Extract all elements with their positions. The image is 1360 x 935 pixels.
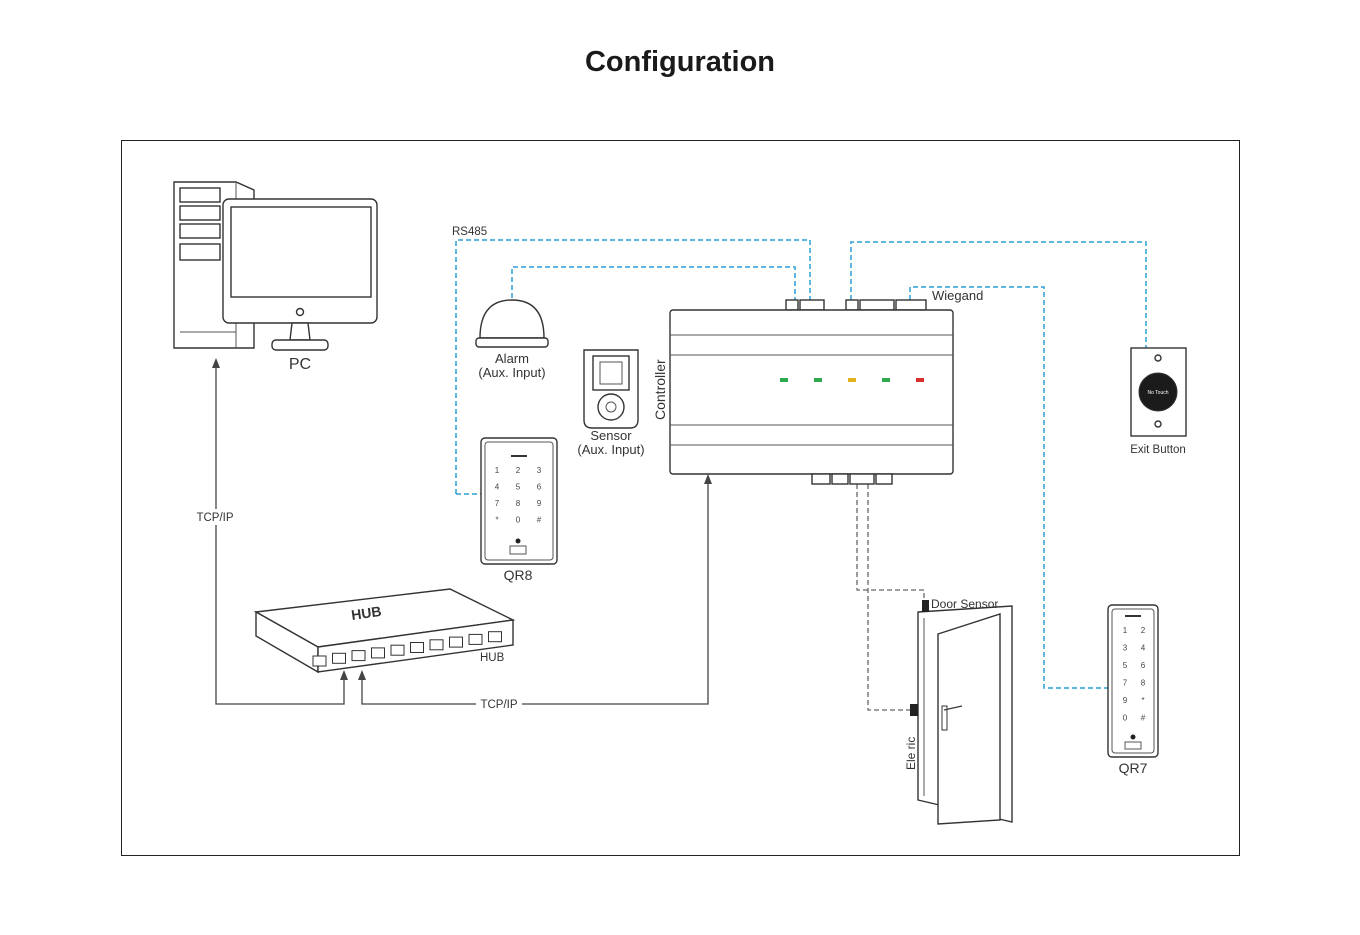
arrow-pc (212, 358, 220, 368)
hub-port (390, 644, 405, 656)
hub-ports (312, 631, 502, 667)
qr8-reader: 1 2 3 4 5 6 7 8 9 * 0 # QR8 (480, 437, 558, 583)
led-green-1 (780, 378, 788, 382)
lock-line (867, 484, 912, 711)
keypad-key: 5 (516, 483, 521, 492)
pc-monitor-icon (222, 198, 378, 351)
keypad-key: 1 (1123, 626, 1128, 635)
qr7-label: QR7 (1119, 760, 1148, 776)
qr7-reader: 1 2 3 4 5 6 7 8 9 * 0 # QR7 (1107, 604, 1159, 776)
top-terminal-blocks (785, 299, 927, 311)
hub-port (488, 631, 502, 643)
keypad-key: # (1141, 714, 1146, 723)
pc-computer: PC (173, 181, 378, 373)
arrow-controller (704, 474, 712, 484)
keypad-key: 1 (495, 466, 500, 475)
tcpip-bottom-label: TCP/IP (480, 699, 517, 711)
keypad-key: 6 (1141, 661, 1146, 670)
hub-port (449, 636, 463, 648)
hub-port (371, 647, 385, 659)
exit-button-line (850, 241, 1147, 348)
arrow-hub-2 (358, 670, 366, 680)
tcpip-pc-line (215, 360, 345, 705)
hub-label: HUB (480, 652, 505, 664)
door-leaf (937, 613, 1001, 825)
keypad-key: 5 (1123, 661, 1128, 670)
hub-port (410, 642, 424, 653)
qr8-body (480, 437, 558, 565)
electric-lock-label: Ele ric (904, 737, 918, 770)
wiegand-line (909, 286, 1108, 689)
door-sensor-label: Door Sensor (931, 597, 998, 611)
keypad-key: 0 (1123, 714, 1128, 723)
motion-sensor-icon (583, 349, 639, 429)
hub-port (351, 650, 366, 662)
page-title: Configuration (584, 46, 776, 78)
keypad-key: 9 (1123, 696, 1128, 705)
door-sensor-icon (922, 600, 929, 612)
exit-button-label: Exit Button (1130, 444, 1186, 456)
hub-port (429, 639, 444, 651)
keypad-key: 3 (537, 466, 542, 475)
alarm-siren-icon (475, 299, 549, 348)
sensor-label: Sensor (590, 428, 632, 443)
qr7-body (1107, 604, 1159, 758)
keypad-key: 9 (537, 499, 542, 508)
controller-label: Controller (652, 359, 668, 420)
keypad-key: 3 (1123, 644, 1128, 653)
led-red-power (916, 378, 924, 382)
alarm-sub-label: (Aux. Input) (478, 365, 545, 380)
diagram-frame (121, 140, 1240, 856)
keypad-key: * (495, 516, 498, 525)
hub-port (468, 633, 483, 645)
keypad-key: 7 (495, 499, 500, 508)
led-green-3 (882, 378, 890, 382)
keypad-key: 2 (1141, 626, 1146, 635)
door-device: Door Sensor Ele ric (904, 597, 1013, 825)
hub-port (312, 655, 327, 667)
hub-top-label: HUB (350, 603, 382, 623)
qr8-label: QR8 (504, 567, 533, 583)
keypad-key: 7 (1123, 679, 1128, 688)
qr7-keypad: 1 2 3 4 5 6 7 8 9 * 0 # (1123, 626, 1146, 723)
wiegand-label: Wiegand (932, 288, 983, 303)
sensor-device: Sensor (Aux. Input) (577, 349, 645, 457)
led-green-2 (814, 378, 822, 382)
hub-switch: HUB HUB (253, 588, 516, 674)
rs485-label: RS485 (452, 226, 487, 238)
keypad-key: 8 (516, 499, 521, 508)
exit-button-device: No Touch Exit Button (1130, 347, 1187, 456)
alarm-line (511, 266, 796, 300)
exit-button-face (1138, 372, 1178, 412)
bottom-terminal-blocks (811, 473, 893, 485)
tcpip-controller-line (361, 476, 709, 705)
pc-label: PC (289, 356, 311, 373)
sensor-sub-label: (Aux. Input) (577, 442, 644, 457)
connection-lines (212, 239, 1147, 711)
keypad-key: 8 (1141, 679, 1146, 688)
alarm-label: Alarm (495, 351, 529, 366)
keypad-key: # (537, 516, 542, 525)
keypad-key: 6 (537, 483, 542, 492)
keypad-key: 0 (516, 516, 521, 525)
controller-device: Controller (652, 299, 954, 485)
arrow-hub-1 (340, 670, 348, 680)
keypad-key: 2 (516, 466, 521, 475)
led-yellow (848, 378, 856, 382)
keypad-key: 4 (1141, 644, 1146, 653)
qr8-keypad: 1 2 3 4 5 6 7 8 9 * 0 # (495, 466, 542, 525)
keypad-key: * (1141, 696, 1144, 705)
hub-port (332, 652, 346, 664)
exit-button-face-text: No Touch (1147, 390, 1168, 396)
electric-lock-icon (910, 704, 918, 716)
door-sensor-line (856, 484, 925, 603)
alarm-device: Alarm (Aux. Input) (475, 299, 549, 380)
keypad-key: 4 (495, 483, 500, 492)
tcpip-left-label: TCP/IP (196, 512, 233, 524)
